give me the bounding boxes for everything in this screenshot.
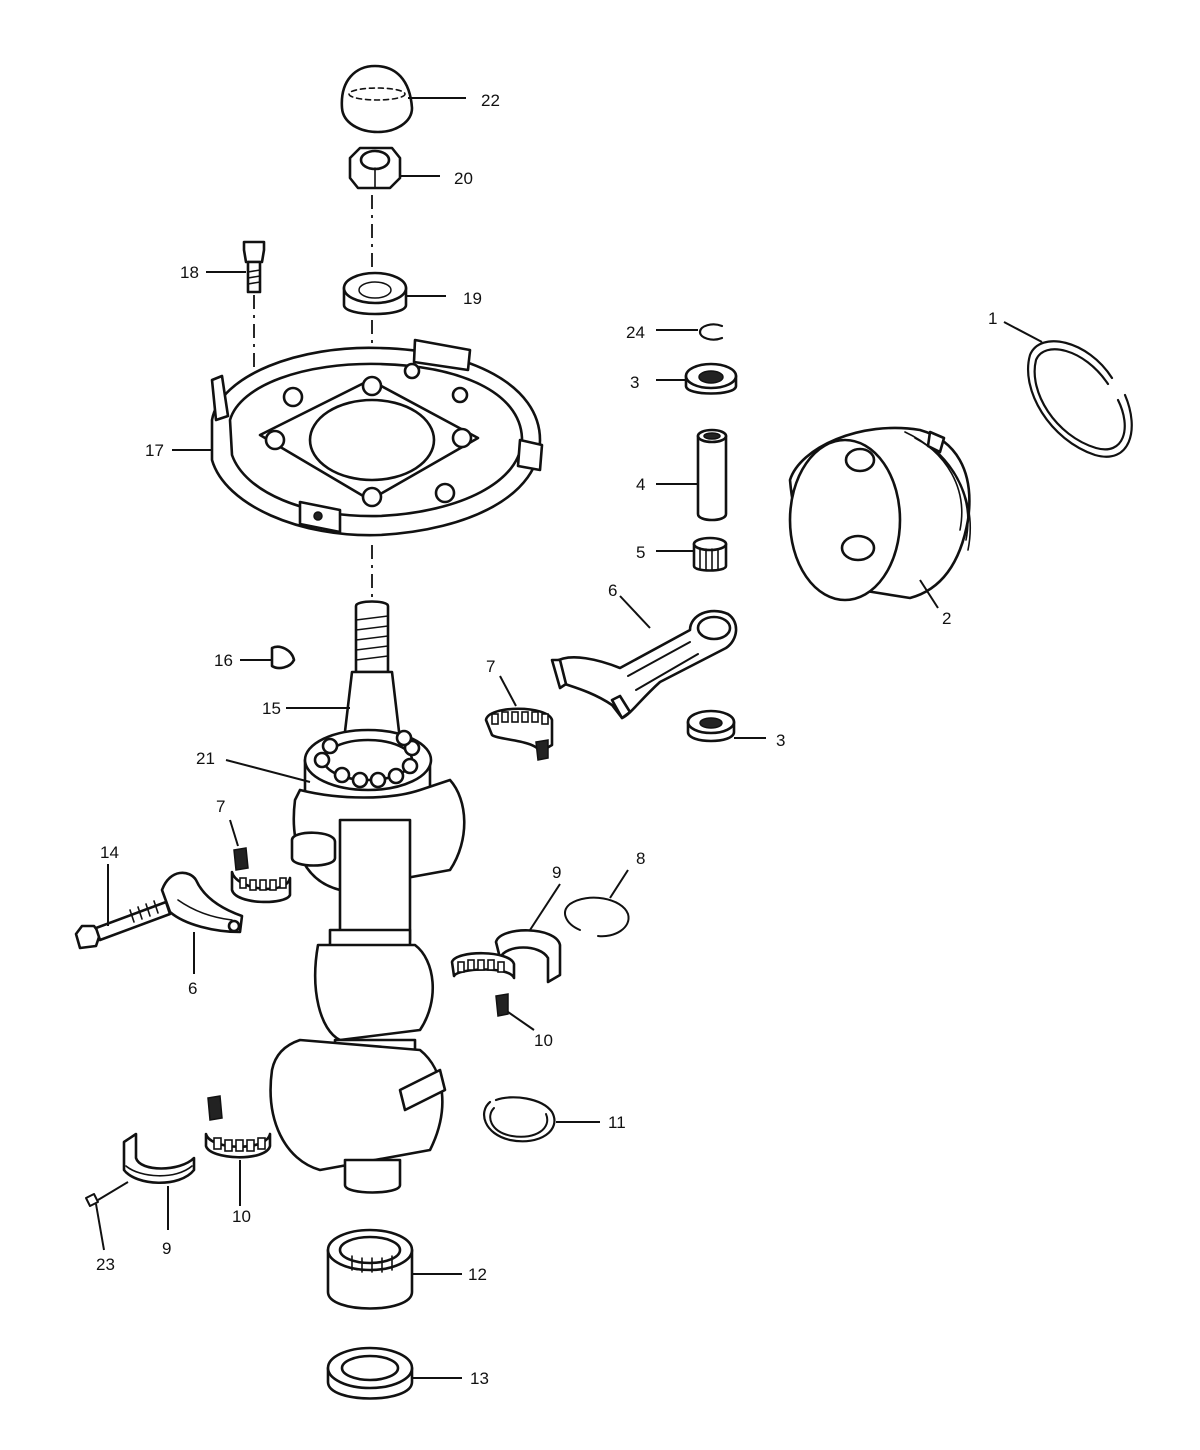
callout-10-left: 10 [232,1207,251,1226]
callout-18: 18 [180,263,199,282]
callout-16: 16 [214,651,233,670]
callout-14: 14 [100,843,119,862]
retaining-ring-8 [564,896,630,938]
callout-3-upper: 3 [630,373,639,392]
cap-22 [340,64,414,134]
dowel-pin-23 [85,1193,99,1207]
callout-23: 23 [96,1255,115,1274]
callout-8: 8 [636,849,645,868]
thrust-washer-3-lower [686,709,736,743]
callout-15: 15 [262,699,281,718]
callout-9-right: 9 [552,863,561,882]
crankshaft-15 [342,600,402,742]
retaining-clip-24 [698,323,724,341]
callout-7-left: 7 [216,797,225,816]
bearing-half-9-left [122,1132,196,1185]
hex-nut-20 [348,146,402,190]
callout-24: 24 [626,323,645,342]
bolt-18 [242,240,266,294]
callout-9-left: 9 [162,1239,171,1258]
needle-cage-10-left [204,1095,272,1159]
seal-13 [326,1346,414,1400]
callout-10-right: 10 [534,1031,553,1050]
connecting-rod-6-upper [550,609,738,720]
callout-5: 5 [636,543,645,562]
piston-ring-1 [1027,340,1133,458]
needle-cage-7-right [484,707,554,761]
callout-19: 19 [463,289,482,308]
bolt-14 [74,900,172,950]
woodruff-key-16 [270,645,296,670]
crank-webs [269,778,466,1194]
callout-13: 13 [470,1369,489,1388]
callout-labels: 22 20 19 18 17 24 3 4 5 1 2 6 7 3 16 15 … [96,91,997,1388]
callout-20: 20 [454,169,473,188]
callout-4: 4 [636,475,645,494]
callout-22: 22 [481,91,500,110]
callout-7-right: 7 [486,657,495,676]
callout-12: 12 [468,1265,487,1284]
needle-cage-7-left [230,847,292,904]
piston-2 [788,426,971,602]
washer-19 [342,271,408,316]
needle-bearing-5 [692,536,728,572]
callout-1: 1 [988,309,997,328]
rod-cap-6-left [160,871,244,934]
plate-17 [210,338,544,537]
callout-17: 17 [145,441,164,460]
callout-3-lower: 3 [776,731,785,750]
callout-11: 11 [608,1113,626,1132]
roller-bearing-12 [326,1228,414,1310]
leader-lines [95,97,1043,1379]
wrist-pin-4 [696,428,728,522]
thrust-washer-3-upper [684,362,738,395]
callout-6-lower: 6 [188,979,197,998]
needle-cage-10-right [450,951,516,1017]
callout-2: 2 [942,609,951,628]
callout-21: 21 [196,749,215,768]
callout-6-upper: 6 [608,581,617,600]
retaining-ring-11 [482,1096,556,1143]
bearing-half-9-right [494,929,562,984]
